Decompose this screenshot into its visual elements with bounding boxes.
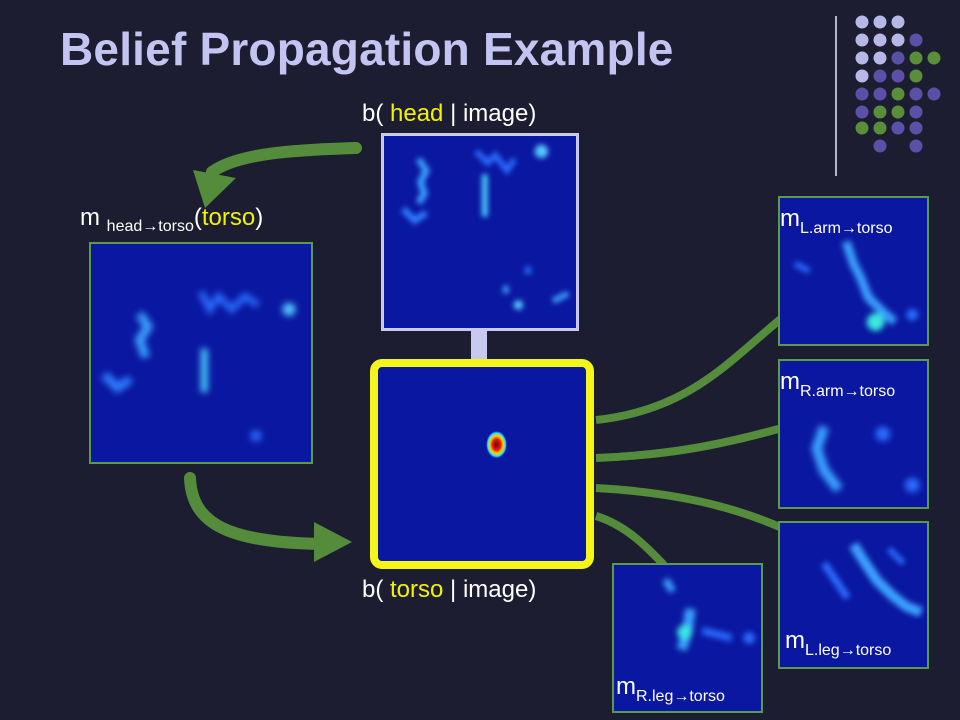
larm-message-label: mL.arm→torso [780,205,892,238]
head-message-map [89,242,313,464]
head-belief-rest: | image) [443,100,537,127]
arrow-rleg-icon [594,512,667,568]
arrow-message-to-torso-tip-icon [314,522,352,562]
arrow-message-to-torso-icon [184,472,326,550]
rarm-message-m: m [780,368,800,395]
rleg-message-map [612,563,763,713]
rleg-message-subscript: R.leg→torso [636,688,725,705]
graph-edge-head-torso [471,328,487,368]
arrow-head-to-message-tip-icon [193,170,236,208]
lleg-message-m: m [785,627,805,654]
torso-belief-rest: | image) [443,576,537,603]
head-message-m: m [80,204,100,231]
head-belief-map [381,133,579,331]
head-variable: head [390,100,444,127]
head-belief-open: b( [362,100,384,127]
lleg-message-map [778,521,929,669]
larm-message-map [778,196,929,346]
larm-message-subscript: L.arm→torso [800,220,893,237]
larm-message-m: m [780,205,800,232]
lleg-message-label: mL.leg→torso [785,627,891,660]
arrow-head-to-message-icon [206,142,362,178]
head-message-subscript: head→torso [106,218,194,235]
slide-title: Belief Propagation Example [60,23,674,75]
rarm-message-label: mR.arm→torso [780,368,895,401]
head-belief-label: b( head | image) [362,100,536,128]
head-message-arg: torso [201,204,256,231]
torso-belief-label: b( torso | image) [362,576,536,604]
torso-variable: torso [390,576,444,603]
arrow-lleg-icon [595,484,784,532]
arrow-rarm-icon [595,424,784,462]
rarm-message-subscript: R.arm→torso [800,383,896,400]
torso-belief-map [370,359,594,569]
head-message-label: m head→torso(torso) [80,204,263,236]
torso-belief-open: b( [362,576,384,603]
arrow-larm-icon [595,314,785,424]
rleg-message-label: mR.leg→torso [616,673,725,706]
rarm-message-map [778,359,929,509]
head-message-close: ) [255,204,264,231]
dot-grid-icon [855,15,941,153]
rleg-message-m: m [616,673,636,700]
head-message-open: ( [193,204,202,231]
lleg-message-subscript: L.leg→torso [805,642,892,659]
